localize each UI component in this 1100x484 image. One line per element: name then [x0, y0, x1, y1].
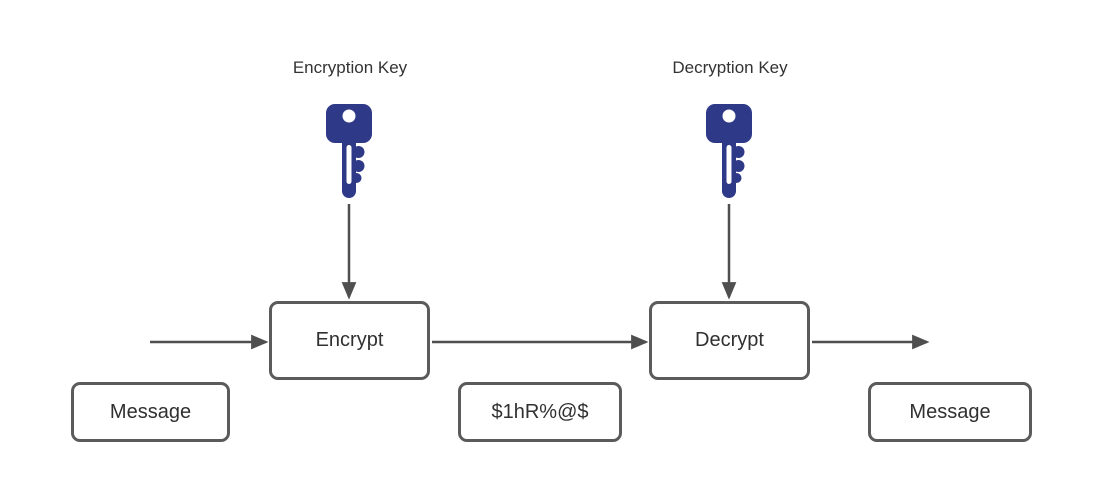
encrypt-node: Encrypt [269, 301, 430, 380]
message-output-label: Message [909, 400, 991, 423]
decrypt-node: Decrypt [649, 301, 810, 380]
message-output-node: Message [868, 382, 1032, 442]
encrypt-node-label: Encrypt [315, 329, 384, 351]
decryption-key-icon [705, 103, 753, 201]
message-input-label: Message [109, 400, 192, 423]
ciphertext-label: $1hR%@$ [491, 400, 589, 423]
message-input-node: Message [71, 382, 230, 442]
encryption-key-label: Encryption Key [292, 58, 408, 77]
encryption-key-icon [325, 103, 373, 201]
ciphertext-node: $1hR%@$ [458, 382, 622, 442]
decryption-key-label: Decryption Key [672, 58, 788, 77]
decrypt-node-label: Decrypt [695, 329, 764, 351]
